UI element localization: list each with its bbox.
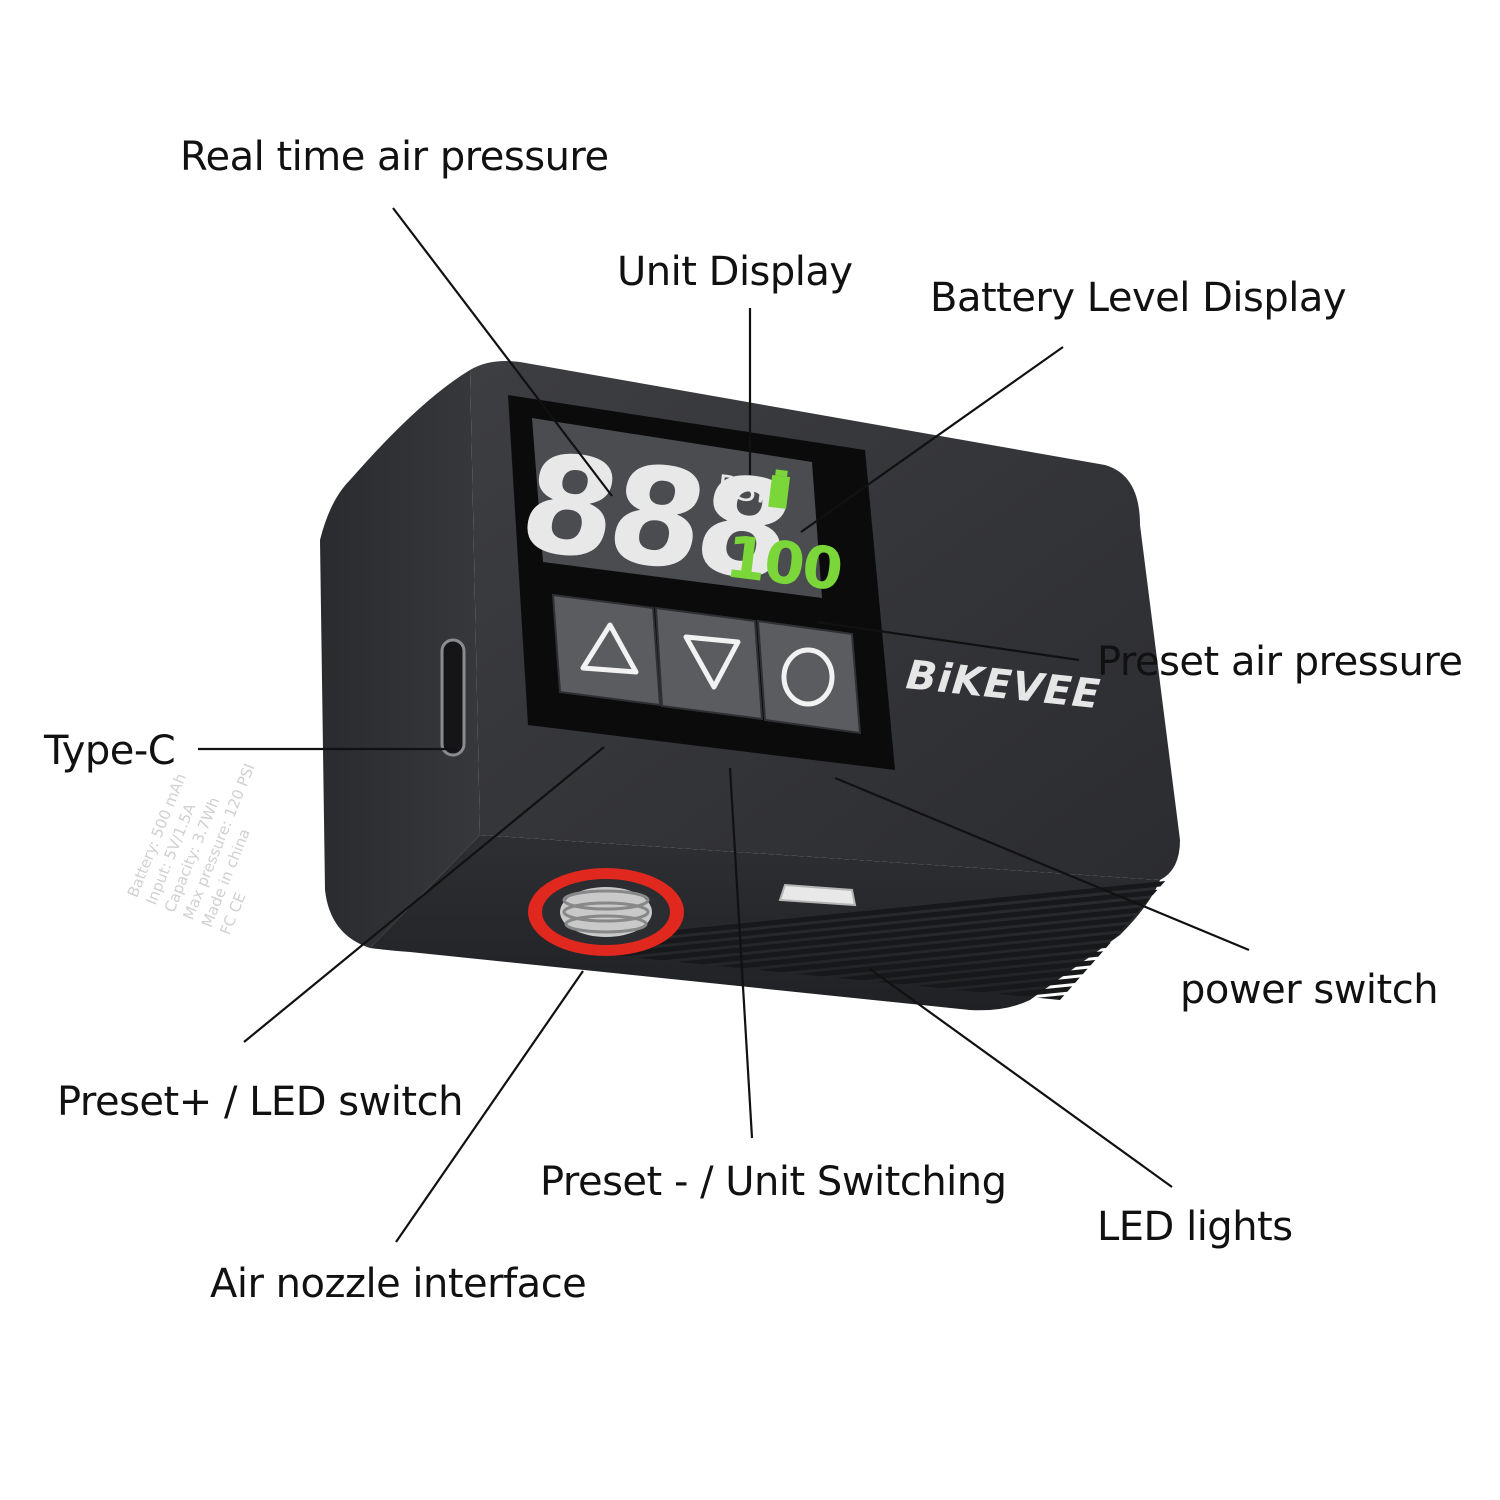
vent-slot xyxy=(610,997,1175,1000)
preset-minus-button[interactable] xyxy=(654,606,764,721)
triangle-up-icon xyxy=(580,622,639,675)
triangle-down-icon xyxy=(683,634,741,690)
label-type-c: Type-C xyxy=(44,728,176,774)
main-pressure-digits: 888 xyxy=(509,424,801,610)
leader-power-switch xyxy=(834,776,1250,952)
leader-led-lights xyxy=(869,968,1173,1188)
type-c-port[interactable] xyxy=(440,638,466,757)
vent-slot xyxy=(610,909,1175,975)
air-nozzle-interface[interactable] xyxy=(528,868,684,956)
label-preset-plus-led-switch: Preset+ / LED switch xyxy=(57,1079,463,1125)
pump-side-face xyxy=(320,370,480,948)
label-led-lights: LED lights xyxy=(1097,1204,1293,1250)
leader-nozzle xyxy=(395,970,584,1243)
vent-slot xyxy=(610,877,1175,943)
power-button[interactable] xyxy=(756,619,862,735)
leader-battery xyxy=(800,346,1064,533)
leader-real-time xyxy=(392,207,613,497)
circle-power-icon xyxy=(781,647,835,707)
label-battery-level-display: Battery Level Display xyxy=(930,275,1347,321)
leader-preset-plus xyxy=(243,746,605,1043)
leader-preset-minus xyxy=(728,767,754,1139)
label-power-switch: power switch xyxy=(1180,967,1439,1013)
label-unit-display: Unit Display xyxy=(617,249,853,295)
label-preset-minus-unit-switching: Preset - / Unit Switching xyxy=(540,1159,1007,1205)
vent-slot xyxy=(610,885,1175,951)
preset-pressure-digits: 100 xyxy=(722,522,845,604)
preset-plus-button[interactable] xyxy=(551,593,662,707)
leader-preset-pressure xyxy=(816,620,1080,662)
label-air-nozzle-interface: Air nozzle interface xyxy=(210,1261,587,1307)
label-real-time-air-pressure: Real time air pressure xyxy=(180,134,609,180)
label-preset-air-pressure: Preset air pressure xyxy=(1097,639,1463,685)
vent-slot xyxy=(610,901,1175,967)
vent-slot xyxy=(610,893,1175,959)
nozzle-thread xyxy=(562,889,650,934)
battery-icon xyxy=(768,469,791,509)
unit-text: PSI xyxy=(715,467,768,511)
led-light-strip xyxy=(778,883,857,907)
